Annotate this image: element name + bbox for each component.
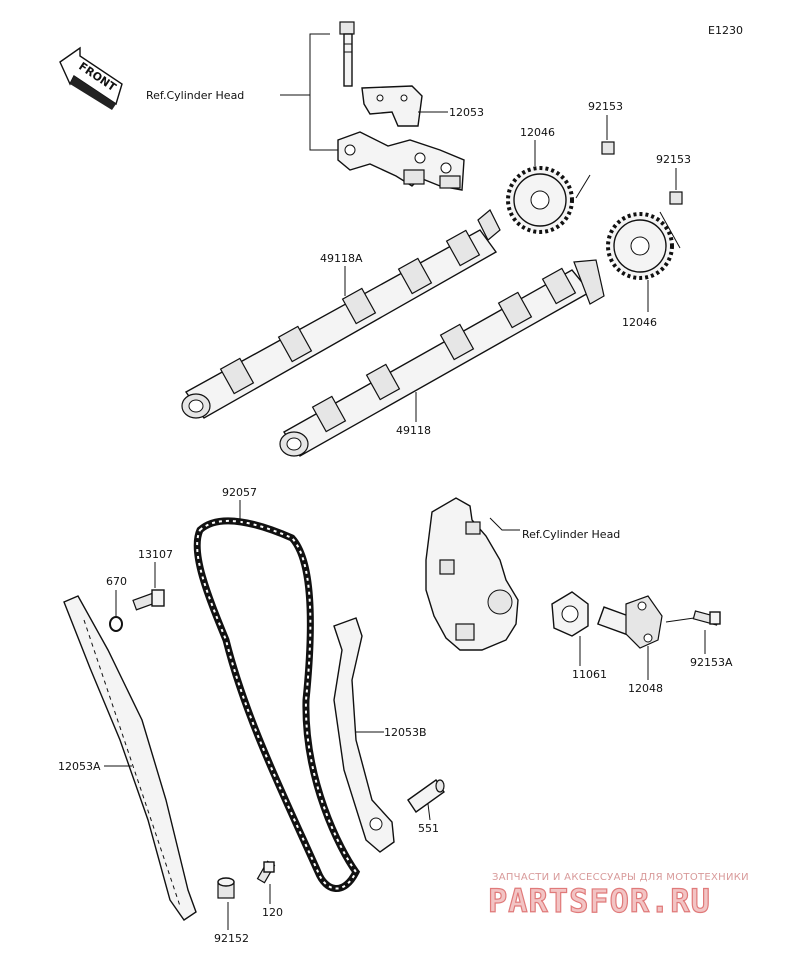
ref-cylinder-head-right: Ref.Cylinder Head: [522, 528, 620, 541]
part-12046-top: 12046: [520, 126, 555, 139]
chain-guide-12053A: [63, 595, 197, 921]
figure-code: E1230: [708, 24, 743, 37]
part-49118: 49118: [396, 424, 431, 437]
part-670: 670: [106, 575, 127, 588]
chain-guide-12053B: [333, 617, 395, 853]
camshaft-exhaust-49118: [279, 259, 605, 457]
cylinder-head-section: [425, 497, 519, 651]
ref-leader-right: [489, 517, 520, 531]
watermark-tagline: ЗАПЧАСТИ И АКСЕССУАРЫ ДЛЯ МОТОТЕХНИКИ: [492, 872, 749, 883]
part-11061: 11061: [572, 668, 607, 681]
part-92153-a: 92153: [588, 100, 623, 113]
part-92153A: 92153A: [690, 656, 733, 669]
cam-cap-bolt: [339, 21, 355, 87]
bolt-120: [256, 860, 276, 884]
collar-92152: [217, 877, 235, 899]
watermark-logo: PARTSFOR.RU: [488, 882, 711, 920]
part-120: 120: [262, 906, 283, 919]
gasket-11061: [551, 591, 589, 637]
part-551: 551: [418, 822, 439, 835]
sprocket-bolt-a: [601, 141, 615, 155]
part-12053: 12053: [449, 106, 484, 119]
ref-bracket-top: [309, 33, 338, 151]
sprocket-bolt-b: [669, 191, 683, 205]
part-12053A: 12053A: [58, 760, 101, 773]
ref-cylinder-head-top: Ref.Cylinder Head: [146, 89, 244, 102]
cam-sprocket-upper: [506, 166, 574, 234]
part-12048: 12048: [628, 682, 663, 695]
chain-guide-bracket: [361, 85, 423, 127]
guide-pivot-bolt: [132, 589, 165, 611]
part-13107: 13107: [138, 548, 173, 561]
bolt-92153A: [692, 610, 721, 626]
part-92057: 92057: [222, 486, 257, 499]
o-ring-670: [109, 616, 123, 632]
timing-chain: [193, 517, 361, 892]
part-12046-right: 12046: [622, 316, 657, 329]
cam-sprocket-lower: [606, 212, 674, 280]
part-49118A: 49118A: [320, 252, 363, 265]
camshaft-caps: [337, 131, 465, 191]
part-12053B: 12053B: [384, 726, 427, 739]
part-92153-b: 92153: [656, 153, 691, 166]
part-92152: 92152: [214, 932, 249, 945]
camshaft-intake-49118A: [181, 209, 501, 419]
front-arrow-icon: FRONT: [59, 46, 123, 110]
pin-551: [407, 779, 445, 813]
tensioner-12048: [596, 595, 663, 649]
